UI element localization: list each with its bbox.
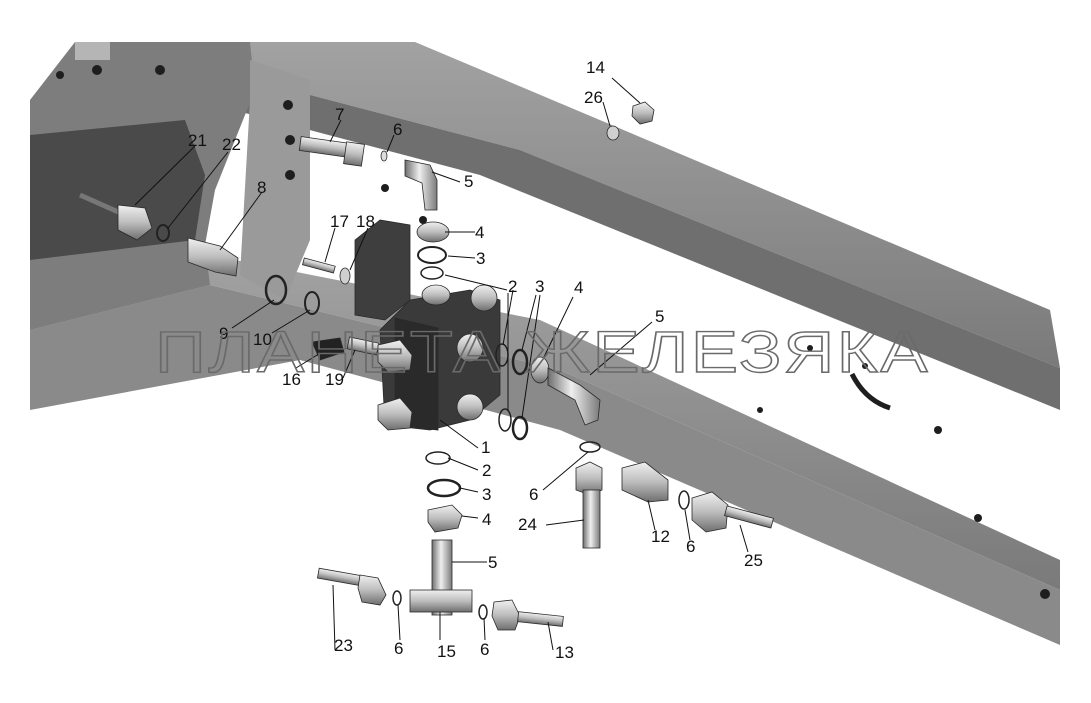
fitting-12 bbox=[621, 461, 669, 503]
callout-26: 26 bbox=[584, 88, 603, 107]
parts bbox=[78, 101, 774, 631]
callout-24: 24 bbox=[518, 515, 537, 534]
callout-2: 2 bbox=[508, 277, 517, 296]
callout-12: 12 bbox=[651, 527, 670, 546]
fitting-8 bbox=[187, 237, 239, 277]
upper-rail-top bbox=[215, 42, 1060, 368]
washer-26 bbox=[606, 125, 620, 141]
ring-2-low bbox=[425, 451, 451, 465]
callout-4: 4 bbox=[482, 510, 491, 529]
callout-4: 4 bbox=[574, 278, 583, 297]
fitting-23-tube bbox=[317, 567, 364, 587]
fitting-23-nut bbox=[357, 574, 387, 606]
ring-6-top bbox=[380, 150, 388, 162]
callout-22: 22 bbox=[222, 135, 241, 154]
ring-9 bbox=[264, 274, 288, 306]
callout-5: 5 bbox=[464, 172, 473, 191]
valve-port-top bbox=[421, 284, 451, 306]
fitting-25-nut bbox=[691, 491, 729, 533]
callout-6: 6 bbox=[480, 640, 489, 659]
callout-5: 5 bbox=[488, 553, 497, 572]
ring-6-right bbox=[678, 490, 690, 510]
callout-5: 5 bbox=[655, 307, 664, 326]
valve-port-right-mid bbox=[456, 333, 484, 363]
mounting-bracket bbox=[354, 219, 411, 321]
callout-6: 6 bbox=[686, 537, 695, 556]
fitting-7-nut bbox=[343, 141, 365, 167]
callout-6: 6 bbox=[394, 639, 403, 658]
washer-3-top bbox=[417, 246, 447, 264]
callout-6: 6 bbox=[393, 120, 402, 139]
washer-3-right bbox=[511, 348, 529, 376]
valve-fitting-front bbox=[377, 339, 413, 373]
fitting-13-nut bbox=[491, 599, 521, 631]
watermark: ПЛАНЕТА ЖЕЛЕЗЯКА bbox=[155, 320, 930, 385]
callout-10: 10 bbox=[253, 330, 272, 349]
frame-holes bbox=[56, 65, 1050, 599]
frame-slot bbox=[849, 372, 891, 411]
ring-22 bbox=[156, 224, 170, 242]
lower-rail-side bbox=[30, 285, 1060, 645]
callout-17: 17 bbox=[330, 212, 349, 231]
washer-3-right-low bbox=[511, 415, 529, 441]
callout-3: 3 bbox=[482, 485, 491, 504]
washer-18 bbox=[339, 267, 351, 285]
callout-15: 15 bbox=[437, 642, 456, 661]
nut-21 bbox=[117, 204, 153, 241]
bolt-16 bbox=[311, 337, 345, 361]
nut-14 bbox=[631, 101, 655, 125]
nut-4-top bbox=[416, 221, 450, 243]
tube-21 bbox=[78, 192, 127, 218]
tee-15-arm bbox=[409, 589, 473, 613]
valve-port-right-top bbox=[470, 284, 498, 312]
valve-body-1-face bbox=[394, 317, 439, 431]
callout-4: 4 bbox=[475, 223, 484, 242]
callout-2: 2 bbox=[482, 461, 491, 480]
callouts: 14 26 7 6 5 21 22 8 17 18 4 3 2 3 4 5 9 … bbox=[188, 58, 763, 662]
callout-7: 7 bbox=[335, 105, 344, 124]
ring-2-right-low bbox=[498, 408, 512, 432]
callout-21: 21 bbox=[188, 131, 207, 150]
leader-lines bbox=[134, 77, 749, 651]
upper-rail-side bbox=[215, 70, 1060, 410]
vertical-plate bbox=[240, 60, 310, 300]
bracket-plate bbox=[75, 42, 110, 60]
callout-6: 6 bbox=[529, 485, 538, 504]
callout-8: 8 bbox=[257, 178, 266, 197]
valve-port-right-low bbox=[456, 393, 484, 421]
ring-6-low-right bbox=[478, 604, 488, 620]
fitting-13-tube bbox=[517, 611, 564, 627]
callout-1: 1 bbox=[481, 438, 490, 457]
fitting-24-hex bbox=[575, 461, 603, 496]
callout-19: 19 bbox=[325, 370, 344, 389]
callout-23: 23 bbox=[334, 636, 353, 655]
fitting-25-tube bbox=[724, 505, 774, 529]
callout-25: 25 bbox=[744, 551, 763, 570]
fitting-24-tube bbox=[582, 489, 601, 549]
washer-3-low bbox=[426, 478, 462, 498]
ring-2-top bbox=[420, 266, 444, 280]
elbow-5-right bbox=[547, 367, 601, 426]
callout-9: 9 bbox=[219, 324, 228, 343]
ring-6-mid bbox=[579, 441, 601, 453]
ring-10 bbox=[304, 291, 320, 315]
valve-fitting-front-low bbox=[377, 397, 413, 431]
callout-14: 14 bbox=[586, 58, 605, 77]
nut-4-low bbox=[427, 504, 463, 533]
bolt-17 bbox=[302, 257, 336, 274]
callout-13: 13 bbox=[555, 643, 574, 662]
cross-member-dark bbox=[30, 120, 205, 260]
elbow-5-top bbox=[404, 159, 438, 211]
callout-16: 16 bbox=[282, 370, 301, 389]
ring-6-low-left bbox=[392, 590, 402, 606]
callout-18: 18 bbox=[356, 212, 375, 231]
callout-3: 3 bbox=[476, 249, 485, 268]
callout-3: 3 bbox=[535, 277, 544, 296]
